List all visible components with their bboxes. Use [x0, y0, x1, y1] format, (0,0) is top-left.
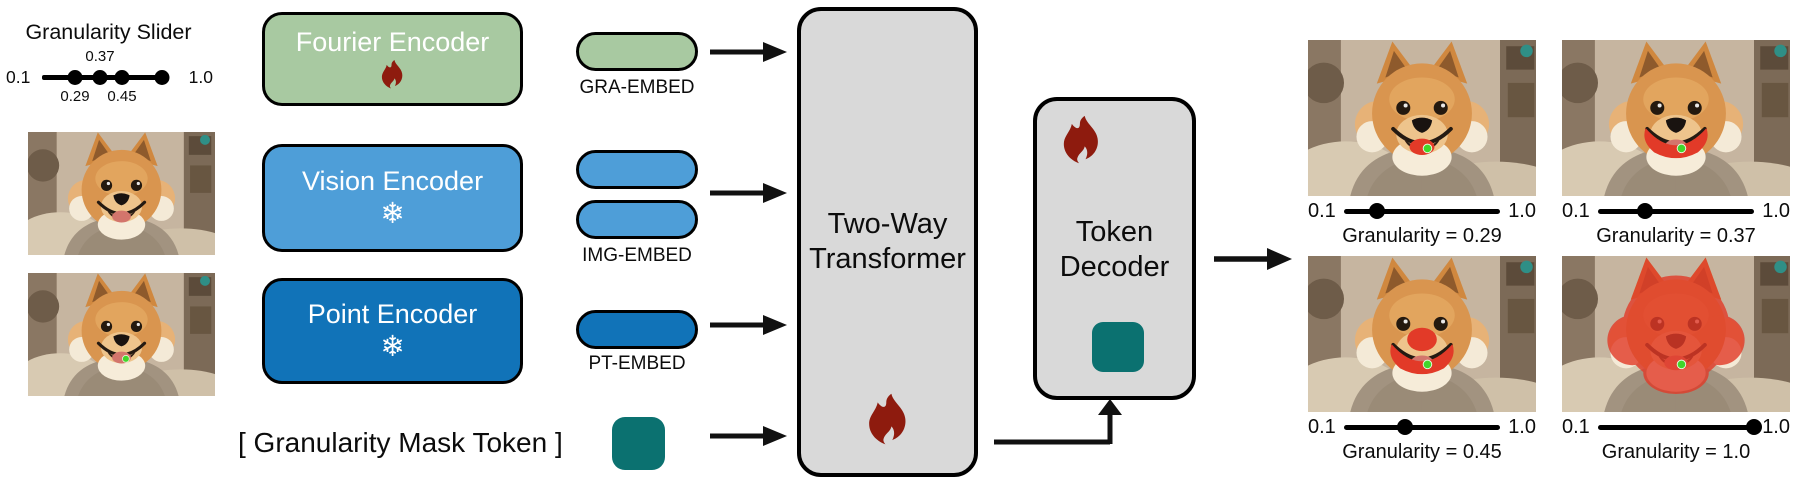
slider-knob — [1636, 203, 1653, 219]
vision-encoder-box: Vision Encoder ❄ — [262, 144, 523, 252]
arrow-gra-to-transformer — [710, 42, 787, 62]
fire-icon — [379, 59, 406, 90]
two-way-transformer-box: Two-Way Transformer — [797, 7, 978, 477]
slider-dot-037 — [92, 69, 108, 85]
output-granularity-slider: 0.1 1.0 — [1308, 414, 1536, 440]
slider-min-label: 0.1 — [1308, 415, 1336, 438]
slider-max-label: 1.0 — [1762, 199, 1790, 222]
slider-dot-029 — [67, 69, 83, 85]
slider-min-label: 0.1 — [1562, 415, 1590, 438]
gra-embed-pill — [576, 32, 698, 71]
fire-icon-glyph — [1063, 115, 1098, 164]
token-decoder-box: Token Decoder — [1033, 97, 1196, 400]
mask-token-in-decoder — [1092, 322, 1144, 372]
granularity-mask-token-label: [ Granularity Mask Token ] — [238, 427, 563, 458]
arrow-token-to-transformer — [710, 426, 787, 446]
img-embed-label: IMG-EMBED — [582, 245, 692, 266]
input-image — [28, 132, 215, 255]
output-cell: 0.1 1.0 Granularity = 1.0 — [1562, 256, 1790, 464]
output-caption: Granularity = 0.37 — [1596, 225, 1756, 247]
slider-max-label: 1.0 — [188, 67, 213, 87]
output-image — [1308, 256, 1536, 412]
output-granularity-slider: 0.1 1.0 — [1562, 198, 1790, 224]
slider-track — [1343, 419, 1501, 435]
granularity-mask-token — [612, 417, 665, 470]
slider-max-label: 1.0 — [1508, 415, 1536, 438]
slider-mark-045: 0.45 — [107, 88, 137, 105]
arrow-transformer-to-decoder — [994, 399, 1122, 445]
slider-track — [1597, 419, 1763, 435]
output-cell: 0.1 1.0 Granularity = 0.45 — [1308, 256, 1536, 464]
slider-dot-10 — [154, 69, 170, 85]
two-way-transformer-label: Two-Way Transformer — [809, 208, 966, 276]
slider-track — [1597, 203, 1755, 219]
arrow-img-to-transformer — [710, 183, 787, 203]
granularity-slider: Granularity Slider 0.37 0.1 1.0 0.29 0.4… — [2, 18, 215, 114]
output-image — [1562, 40, 1790, 196]
output-image — [1562, 256, 1790, 412]
pt-embed-label: PT-EMBED — [588, 353, 686, 374]
granularity-slider-title: Granularity Slider — [25, 20, 192, 44]
fire-icon-glyph — [381, 60, 403, 89]
slider-knob — [1746, 419, 1763, 435]
fire-icon — [864, 392, 912, 447]
slider-max-label: 1.0 — [1762, 415, 1790, 438]
slider-min-label: 0.1 — [1308, 199, 1336, 222]
fourier-encoder-label: Fourier Encoder — [295, 26, 490, 57]
token-decoder-label: Token Decoder — [1059, 216, 1170, 284]
slider-track — [1343, 203, 1501, 219]
img-embed-pill-1 — [576, 150, 698, 189]
point-encoder-label: Point Encoder — [307, 299, 478, 330]
arrow-pt-to-transformer — [710, 315, 787, 335]
output-cell: 0.1 1.0 Granularity = 0.37 — [1562, 40, 1790, 248]
pt-embed-pill — [576, 310, 698, 349]
slider-track — [42, 69, 170, 85]
output-caption: Granularity = 0.45 — [1342, 441, 1502, 463]
vision-encoder-label: Vision Encoder — [301, 166, 484, 197]
fourier-encoder-box: Fourier Encoder — [262, 12, 523, 106]
img-embed-pill-2 — [576, 200, 698, 239]
slider-mark-037: 0.37 — [85, 48, 115, 65]
gra-embed-label: GRA-EMBED — [579, 77, 695, 98]
slider-min-label: 0.1 — [1562, 199, 1590, 222]
slider-knob — [1368, 203, 1385, 219]
slider-knob — [1396, 419, 1413, 435]
output-caption: Granularity = 1.0 — [1601, 441, 1751, 463]
output-cell: 0.1 1.0 Granularity = 0.29 — [1308, 40, 1536, 248]
output-grid: 0.1 1.0 Granularity = 0.29 — [1308, 40, 1804, 486]
output-image — [1308, 40, 1536, 196]
slider-min-label: 0.1 — [6, 67, 31, 87]
slider-max-label: 1.0 — [1508, 199, 1536, 222]
slider-dot-045 — [114, 69, 130, 85]
output-caption: Granularity = 0.29 — [1342, 225, 1502, 247]
snowflake-icon: ❄ — [380, 330, 405, 363]
fire-icon-glyph — [868, 393, 905, 445]
arrow-decoder-to-outputs — [1214, 248, 1292, 270]
point-prompt-image — [28, 273, 215, 396]
output-granularity-slider: 0.1 1.0 — [1562, 414, 1790, 440]
slider-mark-029: 0.29 — [60, 88, 90, 105]
fire-icon — [1059, 114, 1104, 166]
point-encoder-box: Point Encoder ❄ — [262, 278, 523, 384]
output-granularity-slider: 0.1 1.0 — [1308, 198, 1536, 224]
snowflake-icon: ❄ — [380, 197, 405, 230]
